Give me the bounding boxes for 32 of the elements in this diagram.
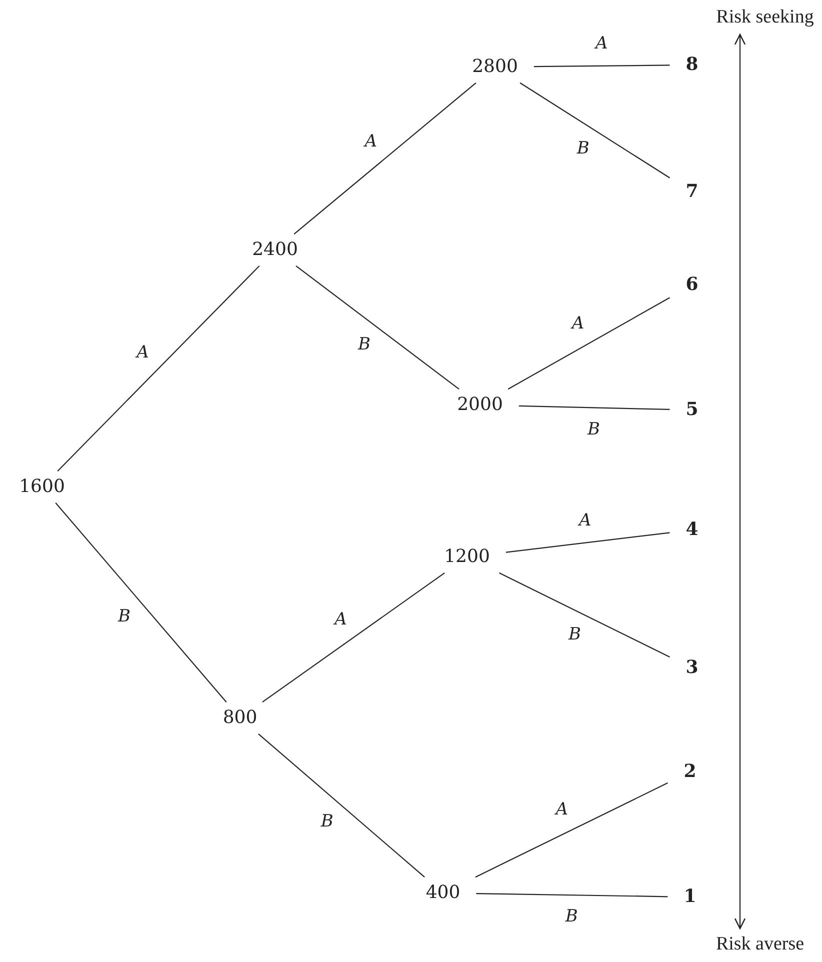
value-label: 1200 — [444, 547, 490, 567]
outcome-number: 6 — [686, 275, 698, 295]
value-label: 2000 — [457, 395, 503, 415]
branch-line — [508, 297, 670, 390]
outcome-number: 1 — [684, 887, 696, 907]
outcome-number: 3 — [686, 658, 698, 678]
branch-line — [475, 782, 668, 878]
branch-line — [57, 266, 260, 472]
branch-line — [294, 82, 476, 235]
branch-line — [498, 572, 670, 658]
branch-line — [258, 733, 425, 878]
outcome-number: 5 — [686, 400, 698, 420]
value-label: 2400 — [252, 240, 298, 260]
branch-line — [506, 532, 670, 553]
outcome-number: 8 — [686, 55, 698, 75]
value-label: 800 — [222, 708, 258, 728]
branch-line — [262, 572, 445, 703]
outcome-number: 2 — [684, 762, 696, 782]
branch-line — [55, 502, 227, 702]
value-label: 2800 — [472, 57, 518, 77]
outcome-number: 7 — [686, 182, 698, 202]
branch-line — [296, 265, 460, 390]
branch-line — [518, 405, 670, 410]
scale-label: Risk averse — [716, 934, 804, 956]
branch-line — [520, 82, 670, 178]
outcome-number: 4 — [686, 520, 698, 540]
double-arrow — [734, 34, 746, 930]
scale-label: Risk seeking — [716, 8, 814, 28]
branch-line — [534, 64, 670, 68]
value-label: 1600 — [19, 477, 65, 497]
branch-line — [476, 892, 668, 898]
value-label: 400 — [426, 883, 460, 903]
